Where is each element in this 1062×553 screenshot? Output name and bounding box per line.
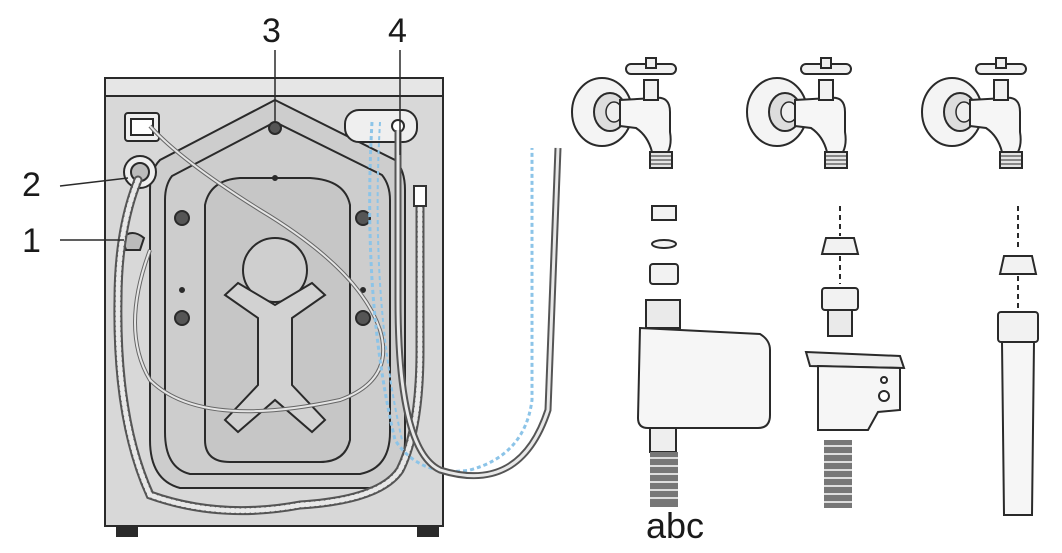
tap-variant-a bbox=[571, 57, 771, 507]
aqua-valve bbox=[817, 364, 901, 431]
tap-variant-c bbox=[921, 57, 1039, 516]
aqua-block bbox=[636, 326, 771, 429]
callout-label-3: 3 bbox=[262, 12, 281, 50]
washer bbox=[651, 239, 677, 249]
inlet-valve-plate bbox=[344, 109, 418, 143]
callout-label-2: 2 bbox=[22, 166, 41, 204]
foot-right bbox=[417, 525, 439, 537]
inlet-hose-blue bbox=[368, 121, 534, 473]
washer-cone bbox=[998, 255, 1038, 275]
hose-c bbox=[1000, 341, 1036, 516]
foot-left bbox=[116, 525, 138, 537]
washer-cone bbox=[820, 237, 860, 255]
connector-thread bbox=[645, 299, 681, 329]
callout-label-4: 4 bbox=[388, 12, 407, 50]
nut bbox=[997, 311, 1039, 343]
callout-leaders bbox=[59, 50, 401, 241]
nut-small bbox=[651, 205, 677, 221]
nut bbox=[649, 263, 679, 285]
washing-machine-rear bbox=[104, 77, 444, 537]
callout-label-1: 1 bbox=[22, 222, 41, 260]
nut bbox=[821, 287, 859, 311]
hose-b bbox=[824, 440, 852, 508]
drain-hose bbox=[113, 175, 427, 516]
drum-hub bbox=[242, 237, 308, 303]
variants-caption: abc bbox=[646, 505, 705, 546]
drum-cross-support bbox=[223, 281, 327, 434]
tap-variant-b bbox=[746, 57, 906, 508]
